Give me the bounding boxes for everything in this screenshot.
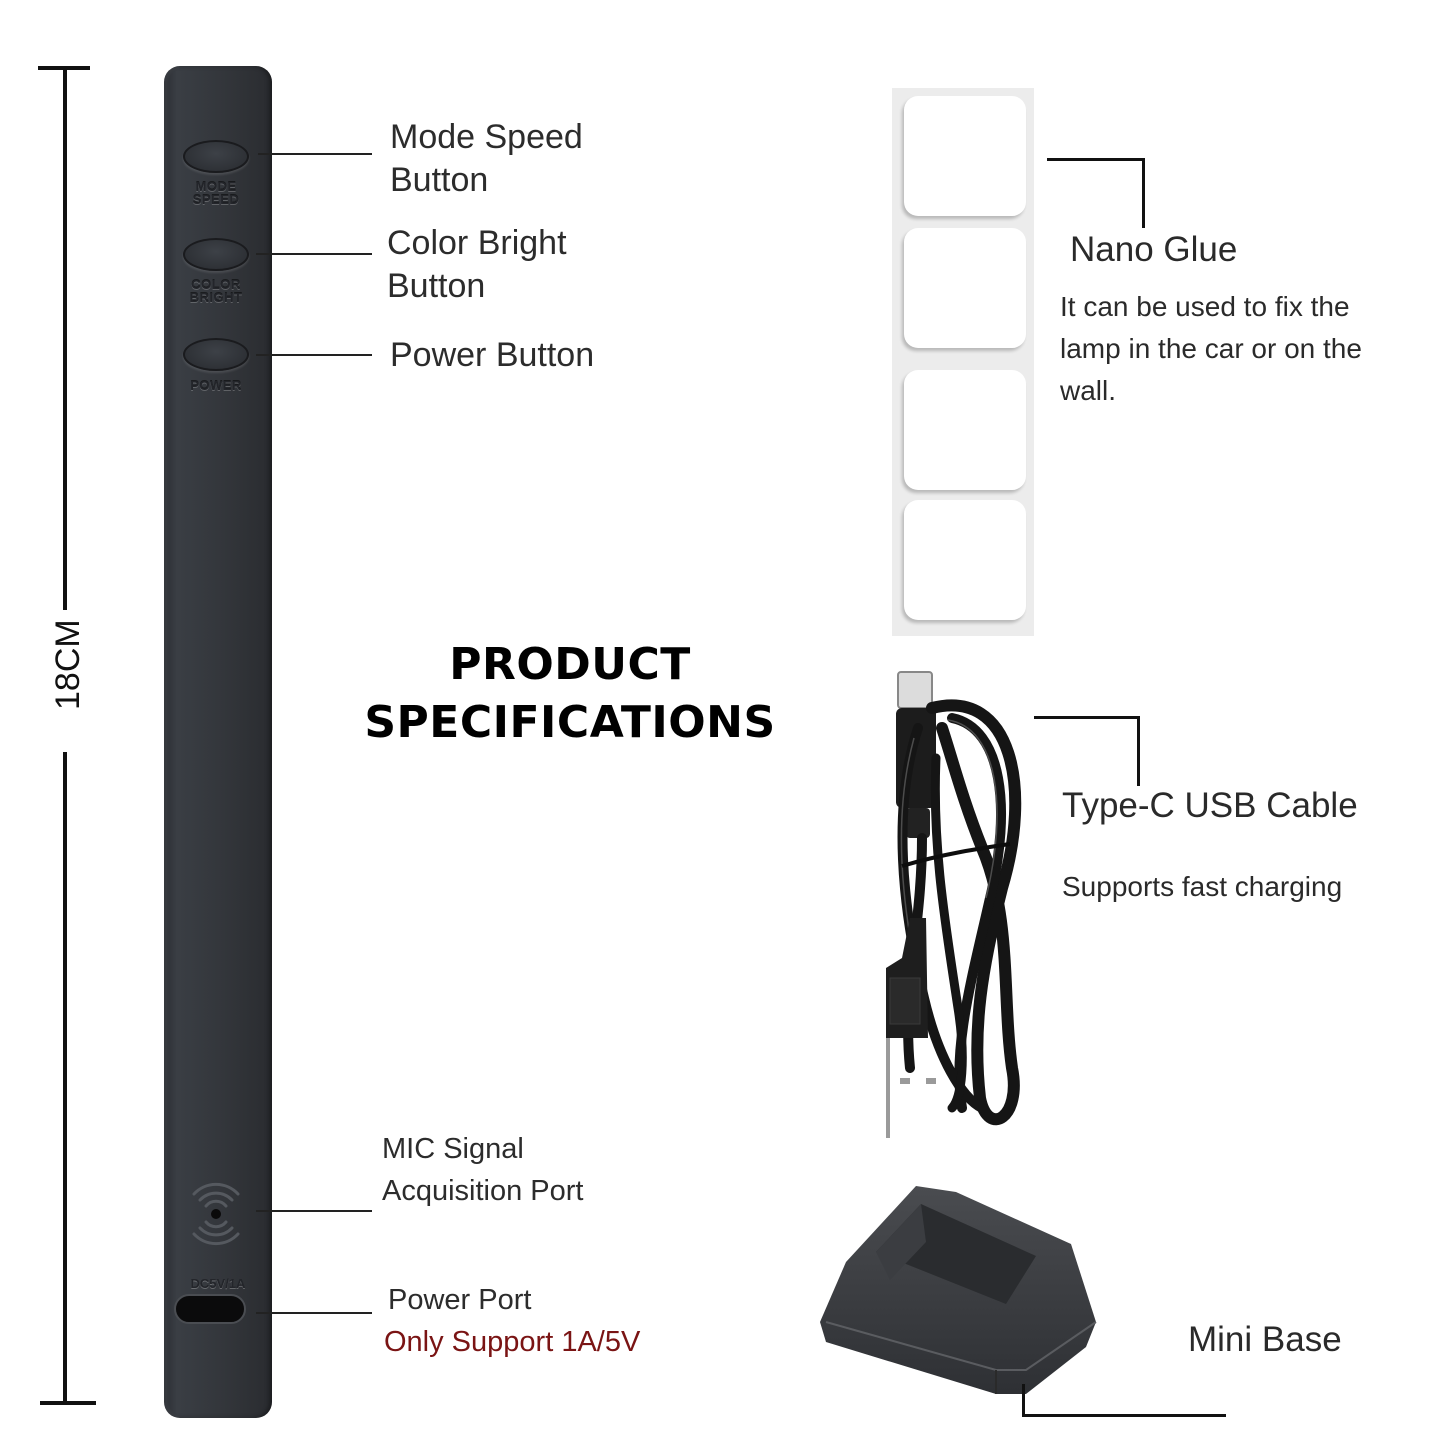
callout-line: Button bbox=[387, 267, 486, 305]
page-title: PRODUCT SPECIFICATIONS bbox=[330, 636, 810, 752]
glue-pad bbox=[904, 228, 1026, 348]
mini-base-illustration bbox=[820, 1186, 1097, 1394]
usb-cable-heading: Type-C USB Cable bbox=[1062, 786, 1358, 825]
title-line-1: PRODUCT bbox=[449, 639, 691, 690]
glue-pad bbox=[904, 500, 1026, 620]
callout-line: MIC Signal bbox=[382, 1133, 524, 1165]
mode-speed-button[interactable] bbox=[183, 140, 249, 173]
glue-pad bbox=[904, 370, 1026, 490]
leader-line-mode-speed bbox=[258, 153, 372, 155]
color-bright-callout: Color Bright Button bbox=[387, 222, 567, 308]
mode-speed-imprint: MODE SPEED bbox=[171, 180, 261, 206]
leader-line-mini-base-drop bbox=[1022, 1384, 1025, 1416]
leader-line-power bbox=[256, 354, 372, 356]
callout-line: Mode Speed bbox=[390, 118, 583, 156]
callout-line: Color Bright bbox=[387, 224, 567, 262]
glue-pad bbox=[904, 96, 1026, 216]
dc-rating-imprint: DC5V/1A bbox=[190, 1276, 246, 1291]
leader-line-usb-cable bbox=[1034, 716, 1140, 719]
ruler-line-upper bbox=[63, 66, 67, 610]
color-bright-imprint: COLOR BRIGHT bbox=[171, 278, 261, 304]
power-port-warning: Only Support 1A/5V bbox=[384, 1326, 641, 1358]
usb-cable-illustration bbox=[886, 671, 1022, 1138]
leader-line-mic bbox=[256, 1210, 372, 1212]
leader-line-mini-base bbox=[1022, 1414, 1226, 1417]
nano-glue-description: It can be used to fix the lamp in the ca… bbox=[1060, 291, 1362, 406]
mic-callout: MIC Signal Acquisition Port bbox=[382, 1128, 584, 1212]
power-button-callout: Power Button bbox=[390, 336, 595, 374]
title-line-2: SPECIFICATIONS bbox=[364, 697, 776, 748]
usb-c-port-icon[interactable] bbox=[174, 1294, 246, 1324]
power-imprint: POWER bbox=[171, 379, 261, 392]
leader-line-usb-cable-drop bbox=[1137, 716, 1140, 786]
leader-line-nano-glue bbox=[1047, 158, 1145, 161]
ruler-bottom-cap bbox=[40, 1401, 96, 1405]
leader-line-power-port bbox=[256, 1312, 372, 1314]
callout-line: Button bbox=[390, 161, 489, 199]
leader-line-color-bright bbox=[256, 253, 372, 255]
color-bright-button[interactable] bbox=[183, 238, 249, 271]
power-port-callout: Power Port Only Support 1A/5V bbox=[384, 1279, 640, 1363]
mini-base-heading: Mini Base bbox=[1188, 1320, 1342, 1359]
imprint-line: SPEED bbox=[192, 192, 240, 207]
power-button[interactable] bbox=[183, 338, 249, 371]
nano-glue-illustration bbox=[892, 88, 1034, 636]
imprint-line: COLOR bbox=[191, 277, 241, 292]
leader-line-nano-glue-drop bbox=[1142, 158, 1145, 228]
imprint-line: BRIGHT bbox=[189, 290, 243, 305]
ruler-line-lower bbox=[63, 752, 67, 1404]
callout-line: Acquisition Port bbox=[382, 1175, 584, 1207]
imprint-line: MODE bbox=[195, 179, 237, 194]
nano-glue-heading: Nano Glue bbox=[1070, 230, 1238, 269]
imprint-line: POWER bbox=[190, 378, 242, 393]
dimension-label: 18CM bbox=[49, 619, 87, 710]
mic-signal-icon bbox=[192, 1182, 240, 1246]
callout-line: Power Port bbox=[388, 1284, 532, 1316]
usb-cable-description: Supports fast charging bbox=[1062, 871, 1343, 902]
mode-speed-callout: Mode Speed Button bbox=[390, 116, 583, 202]
